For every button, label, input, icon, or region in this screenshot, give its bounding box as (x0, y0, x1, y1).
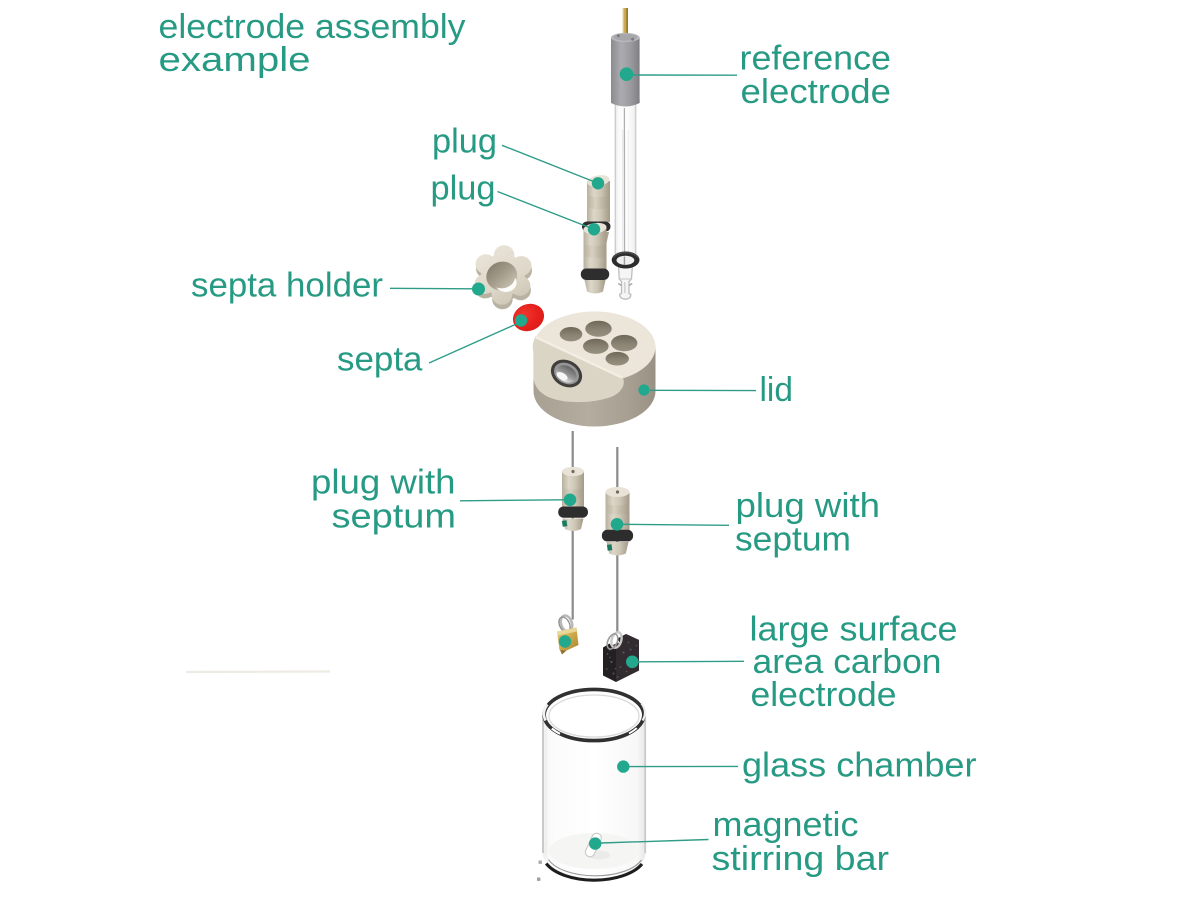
svg-text:electrode: electrode (741, 73, 892, 111)
svg-text:magnetic: magnetic (713, 806, 859, 844)
svg-text:septum: septum (735, 521, 851, 559)
svg-text:area carbon: area carbon (753, 643, 942, 681)
svg-text:septa holder: septa holder (191, 267, 383, 305)
svg-text:septum: septum (332, 498, 457, 536)
svg-text:large surface: large surface (750, 611, 958, 649)
svg-text:reference: reference (740, 39, 892, 77)
svg-text:plug with: plug with (311, 464, 456, 502)
svg-text:plug: plug (431, 170, 496, 208)
svg-text:electrode assembly: electrode assembly (159, 8, 466, 46)
svg-text:septa: septa (337, 340, 423, 378)
svg-text:lid: lid (760, 371, 794, 409)
svg-text:example: example (159, 41, 311, 79)
svg-text:plug with: plug with (736, 487, 881, 525)
svg-text:electrode: electrode (751, 676, 897, 714)
svg-text:plug: plug (432, 123, 497, 161)
svg-text:glass chamber: glass chamber (742, 746, 977, 784)
svg-text:stirring bar: stirring bar (712, 840, 890, 878)
